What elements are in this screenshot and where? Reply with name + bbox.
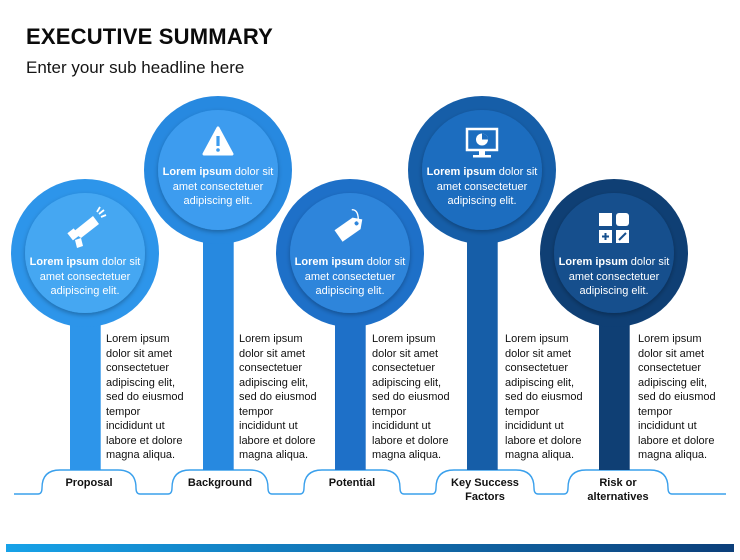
stem (599, 300, 629, 470)
stem (70, 300, 100, 470)
item-proposal (11, 179, 159, 470)
body-text-1: Lorem ipsum dolor sit amet consectetuer … (106, 333, 184, 461)
circle-text-rest: dolor sit amet consectetuer adipiscing e… (436, 166, 538, 207)
stem (467, 220, 497, 470)
circle-text-2: Lorem ipsum dolor sit amet consectetuer … (150, 165, 286, 209)
circle-text-3: Lorem ipsum dolor sit amet consectetuer … (282, 255, 418, 299)
grid-blocks-icon (599, 213, 629, 243)
slide-subtitle: Enter your sub headline here (26, 58, 245, 77)
header-band (6, 12, 734, 90)
circle-text-rest: dolor sit amet consectetuer adipiscing e… (39, 256, 141, 297)
circle-text-rest: dolor sit amet consectetuer adipiscing e… (304, 256, 406, 297)
category-label-3: Potential (328, 477, 376, 489)
item-background (144, 96, 292, 470)
stem (335, 300, 365, 470)
circle-text-5: Lorem ipsum dolor sit amet consectetuer … (546, 255, 682, 299)
circle-text-bold: Lorem ipsum (162, 166, 232, 178)
circle-text-bold: Lorem ipsum (558, 256, 628, 268)
circle-text-bold: Lorem ipsum (29, 256, 99, 268)
body-text-5: Lorem ipsum dolor sit amet consectetuer … (638, 333, 716, 461)
category-label-5: Risk or alternatives (587, 477, 649, 503)
item-key-success-factors (408, 96, 556, 470)
circle-text-rest: dolor sit amet consectetuer adipiscing e… (568, 256, 670, 297)
category-label-4: Key Success Factors (451, 477, 519, 503)
inner-circle (554, 193, 674, 313)
inner-circle (290, 193, 410, 313)
stem (203, 220, 233, 470)
circle-text-bold: Lorem ipsum (426, 166, 496, 178)
slide-title: EXECUTIVE SUMMARY (26, 24, 274, 49)
inner-circle (158, 110, 278, 230)
inner-circle (25, 193, 145, 313)
circle-text-1: Lorem ipsum dolor sit amet consectetuer … (17, 255, 153, 299)
tag-icon (334, 208, 363, 242)
bottom-accent-bar (6, 544, 734, 552)
body-text-2: Lorem ipsum dolor sit amet consectetuer … (239, 333, 317, 461)
item-risk-or-alternatives (540, 179, 688, 470)
item-potential (276, 179, 424, 470)
warning-icon (202, 126, 234, 156)
circle-text-rest: dolor sit amet consectetuer adipiscing e… (172, 166, 274, 207)
body-text-4: Lorem ipsum dolor sit amet consectetuer … (505, 333, 583, 461)
circle-text-4: Lorem ipsum dolor sit amet consectetuer … (414, 165, 550, 209)
circle-text-bold: Lorem ipsum (294, 256, 364, 268)
inner-circle (422, 110, 542, 230)
category-label-2: Background (187, 477, 253, 489)
body-text-3: Lorem ipsum dolor sit amet consectetuer … (372, 333, 450, 461)
category-label-1: Proposal (65, 477, 113, 489)
monitor-chart-icon (465, 127, 499, 158)
megaphone-icon (67, 206, 107, 248)
